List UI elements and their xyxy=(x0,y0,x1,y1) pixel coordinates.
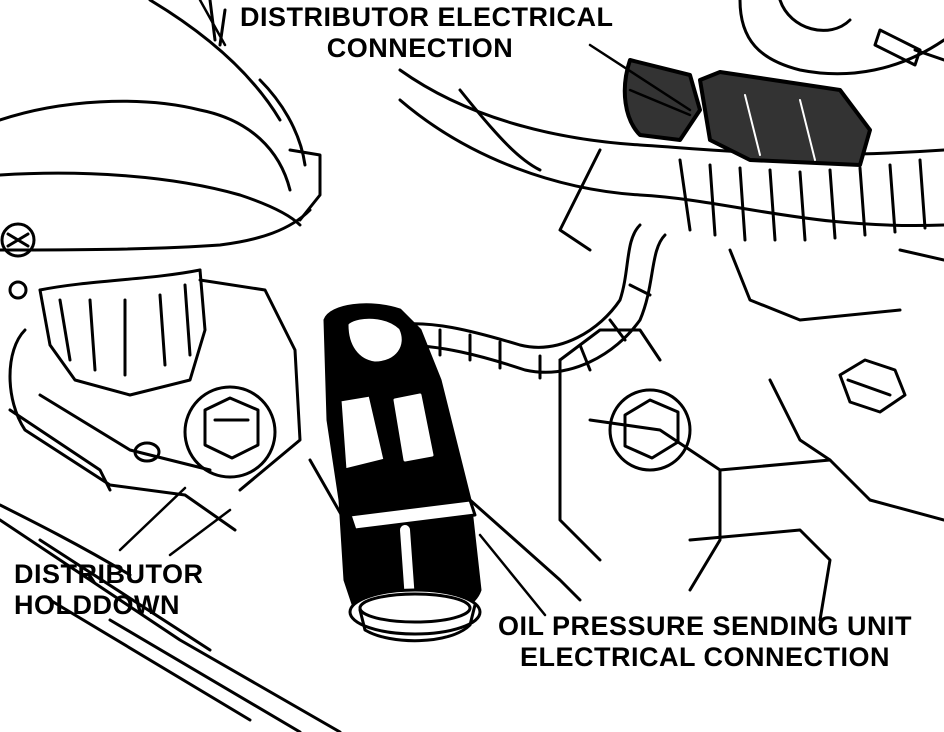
callout-line: OIL PRESSURE SENDING UNIT xyxy=(497,611,913,641)
leader-distributor-holddown xyxy=(118,486,187,552)
leader-distributor-electrical xyxy=(588,43,692,112)
oil-pressure-sending-unit xyxy=(323,303,482,643)
sending-unit-mount-bolt xyxy=(608,388,692,472)
harness-boots xyxy=(622,58,872,167)
upper-right-hardware xyxy=(738,0,944,76)
hex-nut xyxy=(838,358,907,414)
callout-line: DISTRIBUTOR xyxy=(14,559,204,589)
callout-distributor-electrical-connection: DISTRIBUTOR ELECTRICAL CONNECTION xyxy=(240,2,614,64)
engine-block xyxy=(0,248,944,732)
callout-line: DISTRIBUTOR ELECTRICAL xyxy=(240,2,614,32)
cap-screw xyxy=(0,222,36,300)
callout-line: ELECTRICAL CONNECTION xyxy=(519,642,890,672)
callout-oil-pressure-sending-unit: OIL PRESSURE SENDING UNIT ELECTRICAL CON… xyxy=(485,611,925,673)
distributor-housing xyxy=(38,268,207,397)
sending-unit-wire xyxy=(393,223,667,380)
distributor-cap xyxy=(0,0,322,252)
callout-distributor-holddown: DISTRIBUTOR HOLDDOWN xyxy=(14,559,204,621)
holddown-bolt xyxy=(183,385,277,479)
leader-lines xyxy=(118,0,692,617)
callout-line: CONNECTION xyxy=(326,33,514,63)
holddown-clamp xyxy=(0,278,302,577)
leader-oil-pressure xyxy=(478,533,547,617)
callout-line: HOLDDOWN xyxy=(14,590,180,620)
